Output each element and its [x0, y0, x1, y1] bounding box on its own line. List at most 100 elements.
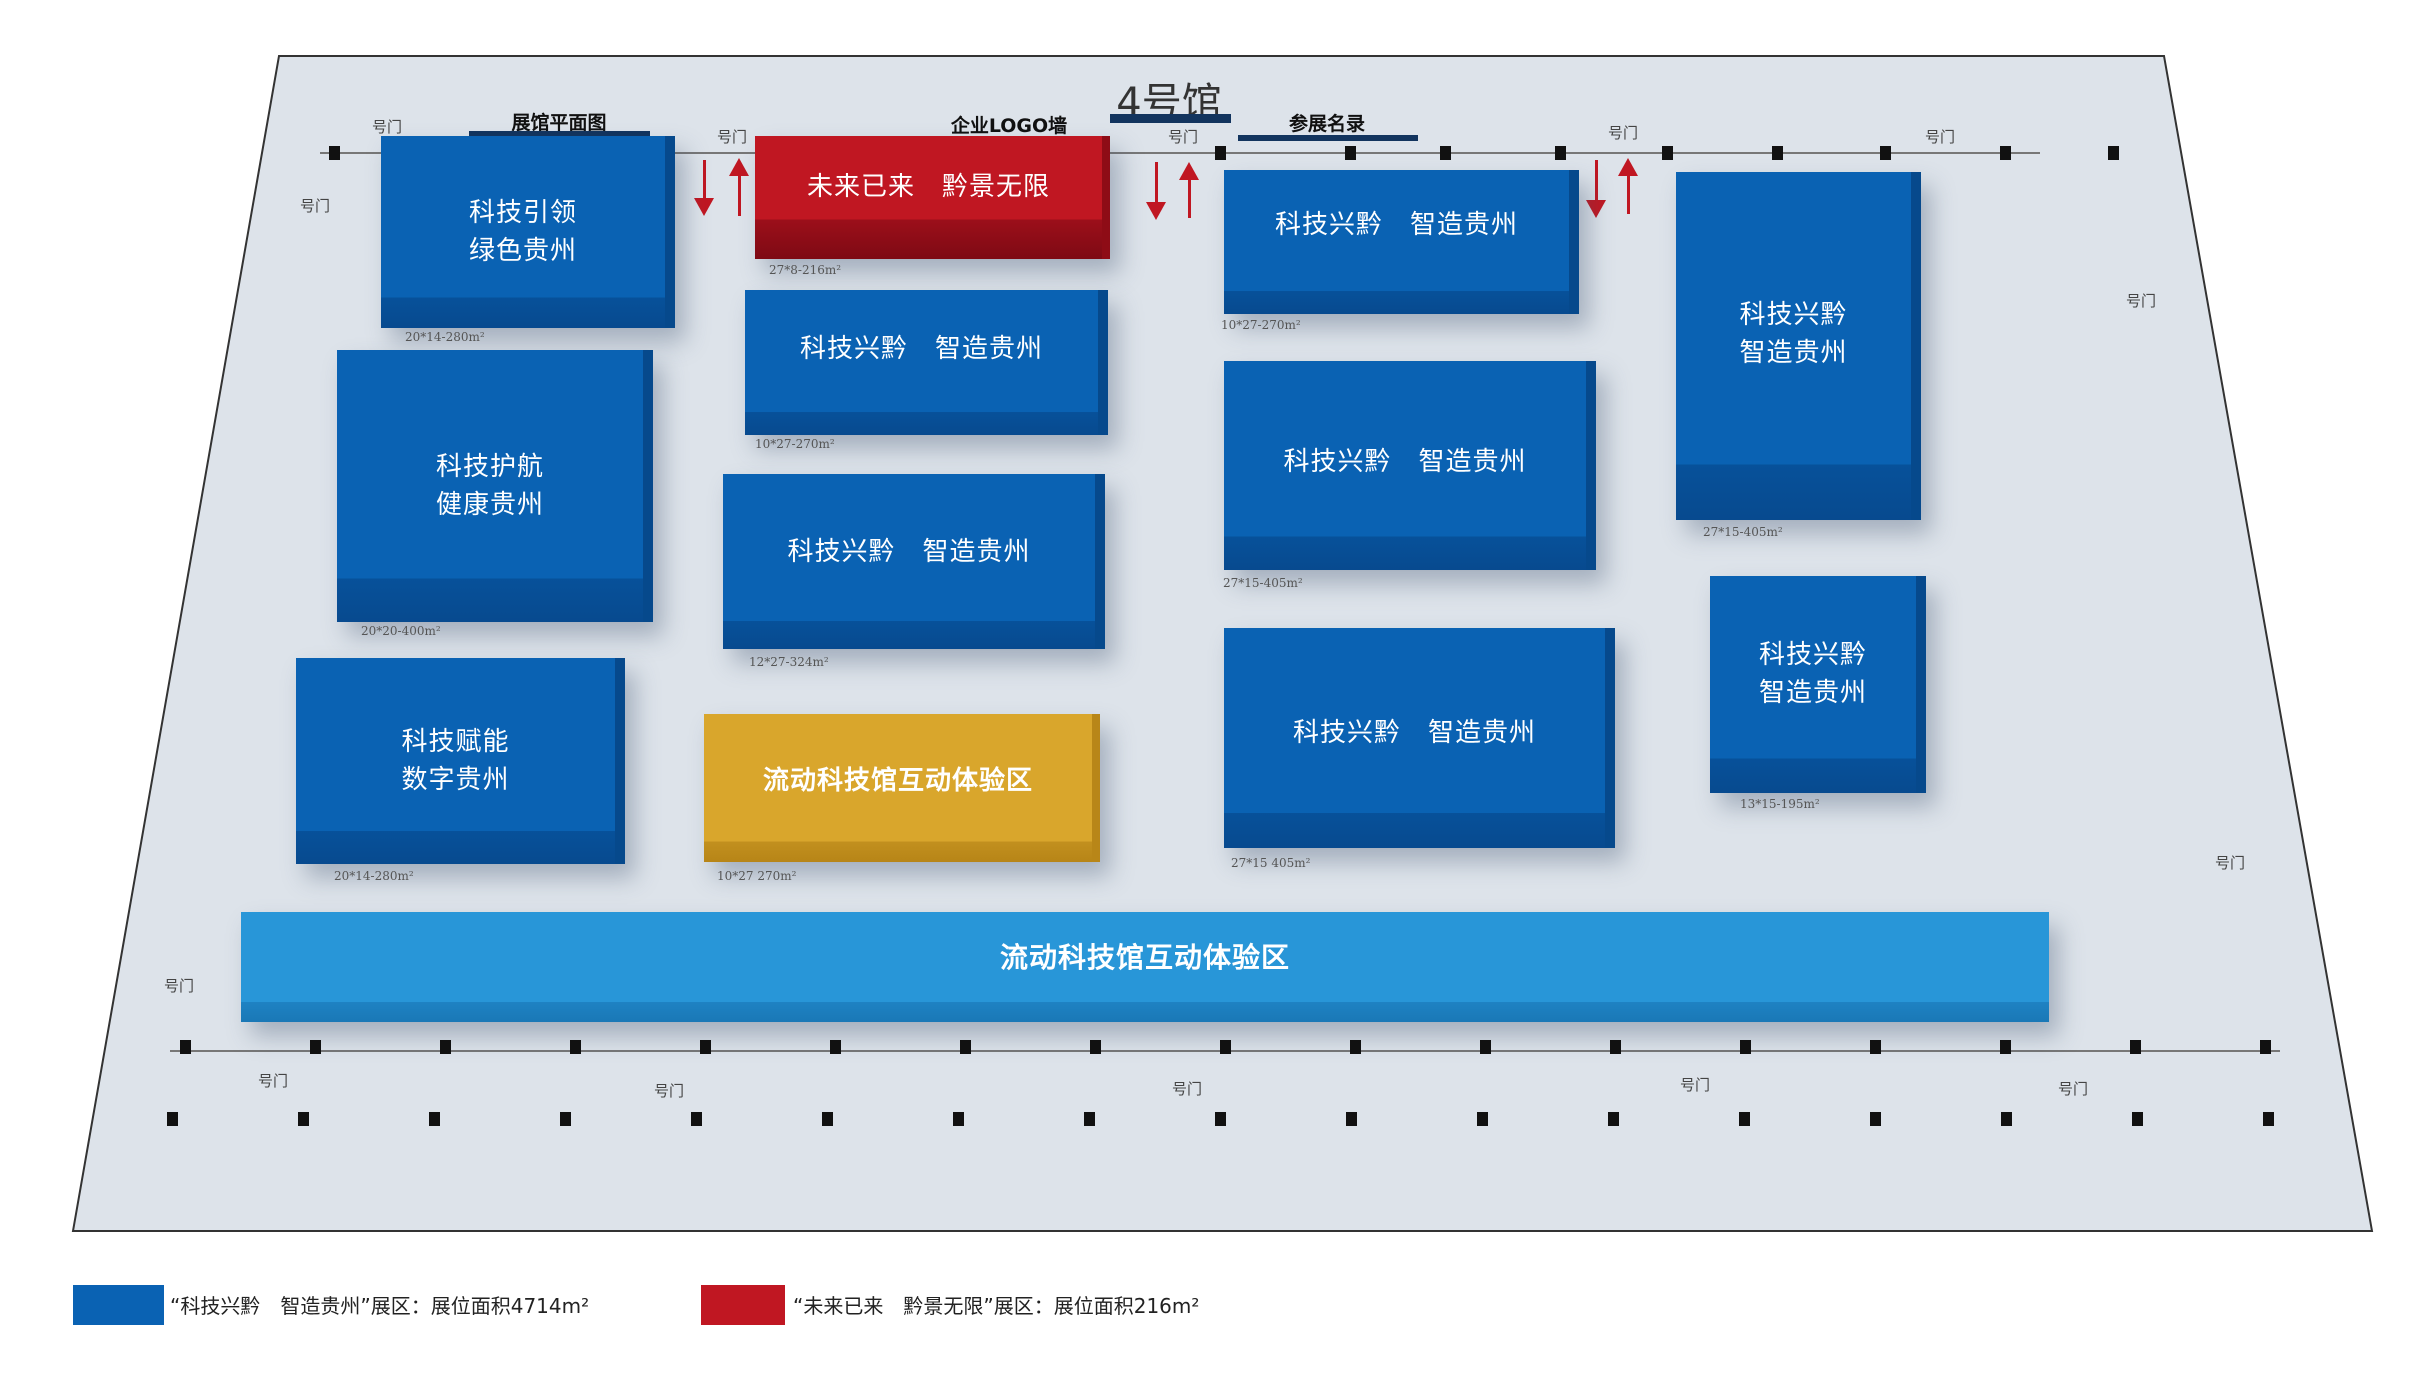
booth-label: 科技兴黔: [1758, 640, 1867, 670]
booth-center-1[interactable]: 科技兴黔 智造贵州: [745, 290, 1108, 435]
pillar: [1555, 146, 1566, 160]
down-arrow-icon: [703, 160, 706, 200]
booth-label: 科技兴黔 智造贵州: [787, 536, 1031, 567]
pillar: [570, 1040, 581, 1054]
door-label: 号门: [300, 197, 331, 215]
pillar: [429, 1112, 440, 1126]
pillar: [310, 1040, 321, 1054]
booth-label: 流动科技馆互动体验区: [762, 766, 1033, 796]
up-arrow-icon: [738, 172, 741, 216]
exhibitor-list-label: 参展名录: [1288, 113, 1366, 135]
door-label: 号门: [2058, 1080, 2089, 1098]
booth-dims: 27*15-405m²: [1223, 576, 1303, 590]
booth-digital-guizhou[interactable]: 科技赋能数字贵州: [296, 658, 625, 864]
pillar: [960, 1040, 971, 1054]
down-arrow-head-icon: [1586, 200, 1606, 218]
legend-swatch-red: [701, 1285, 785, 1325]
booth-label: 科技兴黔 智造贵州: [1274, 210, 1518, 240]
booth-label: 科技兴黔 智造贵州: [799, 334, 1043, 364]
door-label: 号门: [1680, 1076, 1711, 1094]
booth-dims: 20*14-280m²: [334, 869, 414, 883]
down-arrow-head-icon: [1146, 202, 1166, 220]
pillar: [691, 1112, 702, 1126]
booth-label: 科技兴黔 智造贵州: [1283, 447, 1527, 477]
booth-dims: 20*20-400m²: [361, 624, 441, 638]
door-label: 号门: [1168, 128, 1199, 146]
pillar: [2260, 1040, 2271, 1054]
pillar: [1345, 146, 1356, 160]
north-wall: [320, 152, 2040, 154]
legend-swatch-blue: [73, 1285, 164, 1325]
floor-plan-label: 展馆平面图: [511, 112, 607, 134]
up-arrow-head-icon: [1618, 158, 1638, 176]
pillar: [1215, 1112, 1226, 1126]
booth-dims: 13*15-195m²: [1740, 797, 1820, 811]
pillar: [180, 1040, 191, 1054]
pillar: [329, 146, 340, 160]
booth-right-1[interactable]: 科技兴黔 智造贵州: [1224, 170, 1579, 314]
pillar: [1610, 1040, 1621, 1054]
pillar: [440, 1040, 451, 1054]
pillar: [560, 1112, 571, 1126]
booth-dims: 27*15 405m²: [1231, 856, 1311, 870]
logo-wall-label: 企业LOGO墙: [950, 115, 1068, 137]
pillar: [1440, 146, 1451, 160]
booth-center-2[interactable]: 科技兴黔 智造贵州: [723, 474, 1105, 649]
booth-mobile-science-center[interactable]: 流动科技馆互动体验区: [704, 714, 1100, 862]
up-arrow-head-icon: [1179, 162, 1199, 180]
booth-right-2[interactable]: 科技兴黔 智造贵州: [1224, 361, 1596, 570]
pillar: [2108, 146, 2119, 160]
exhibitor-list-underline: [1238, 135, 1418, 141]
pillar: [1608, 1112, 1619, 1126]
pillar: [298, 1112, 309, 1126]
door-label: 号门: [258, 1072, 289, 1090]
booth-green-guizhou[interactable]: 科技引领绿色贵州: [381, 136, 675, 328]
up-arrow-icon: [1188, 176, 1191, 218]
booth-label: 数字贵州: [401, 765, 510, 795]
booth-dims: 10*27-270m²: [1221, 318, 1301, 332]
pillar: [1346, 1112, 1357, 1126]
pillar: [1350, 1040, 1361, 1054]
booth-label: 健康贵州: [435, 490, 544, 520]
legend-text-red: “未来已来 黔景无限”展区：展位面积216m²: [793, 1294, 1200, 1318]
booth-label: 科技引领: [468, 198, 577, 228]
door-label: 号门: [164, 977, 195, 995]
pillar: [1220, 1040, 1231, 1054]
pillar: [822, 1112, 833, 1126]
down-arrow-head-icon: [694, 198, 714, 216]
booth-right-3[interactable]: 科技兴黔 智造贵州: [1224, 628, 1615, 848]
door-label: 号门: [1608, 124, 1639, 142]
pillar: [1662, 146, 1673, 160]
door-label: 号门: [2126, 292, 2157, 310]
booth-label: 科技兴黔 智造贵州: [1292, 718, 1536, 748]
booth-label: 科技赋能: [401, 727, 510, 757]
pillar: [953, 1112, 964, 1126]
door-label: 号门: [372, 118, 403, 136]
door-label: 号门: [2215, 854, 2246, 872]
booth-far-right-small[interactable]: 科技兴黔智造贵州: [1710, 576, 1926, 793]
pillar: [1880, 146, 1891, 160]
booth-mobile-science-strip[interactable]: 流动科技馆互动体验区: [241, 912, 2049, 1022]
booth-future[interactable]: 未来已来 黔景无限: [755, 136, 1110, 259]
booth-dims: 27*8-216m²: [769, 263, 842, 277]
pillar: [1870, 1112, 1881, 1126]
booth-dims: 27*15-405m²: [1703, 525, 1783, 539]
pillar: [1477, 1112, 1488, 1126]
down-arrow-icon: [1155, 162, 1158, 204]
booth-health-guizhou[interactable]: 科技护航健康贵州: [337, 350, 653, 622]
booth-label: 智造贵州: [1758, 678, 1867, 708]
pillar: [1090, 1040, 1101, 1054]
booth-far-right-tall[interactable]: 科技兴黔智造贵州: [1676, 172, 1921, 520]
pillar: [2132, 1112, 2143, 1126]
pillar: [1215, 146, 1226, 160]
door-label: 号门: [654, 1082, 685, 1100]
pillar: [1084, 1112, 1095, 1126]
door-label: 号门: [1925, 128, 1956, 146]
booth-label: 科技兴黔: [1739, 300, 1848, 330]
booth-label: 未来已来 黔景无限: [806, 172, 1050, 202]
booth-dims: 10*27-270m²: [755, 437, 835, 451]
up-arrow-icon: [1627, 172, 1630, 214]
booth-label: 流动科技馆互动体验区: [999, 941, 1290, 974]
pillar: [700, 1040, 711, 1054]
door-label: 号门: [1172, 1080, 1203, 1098]
